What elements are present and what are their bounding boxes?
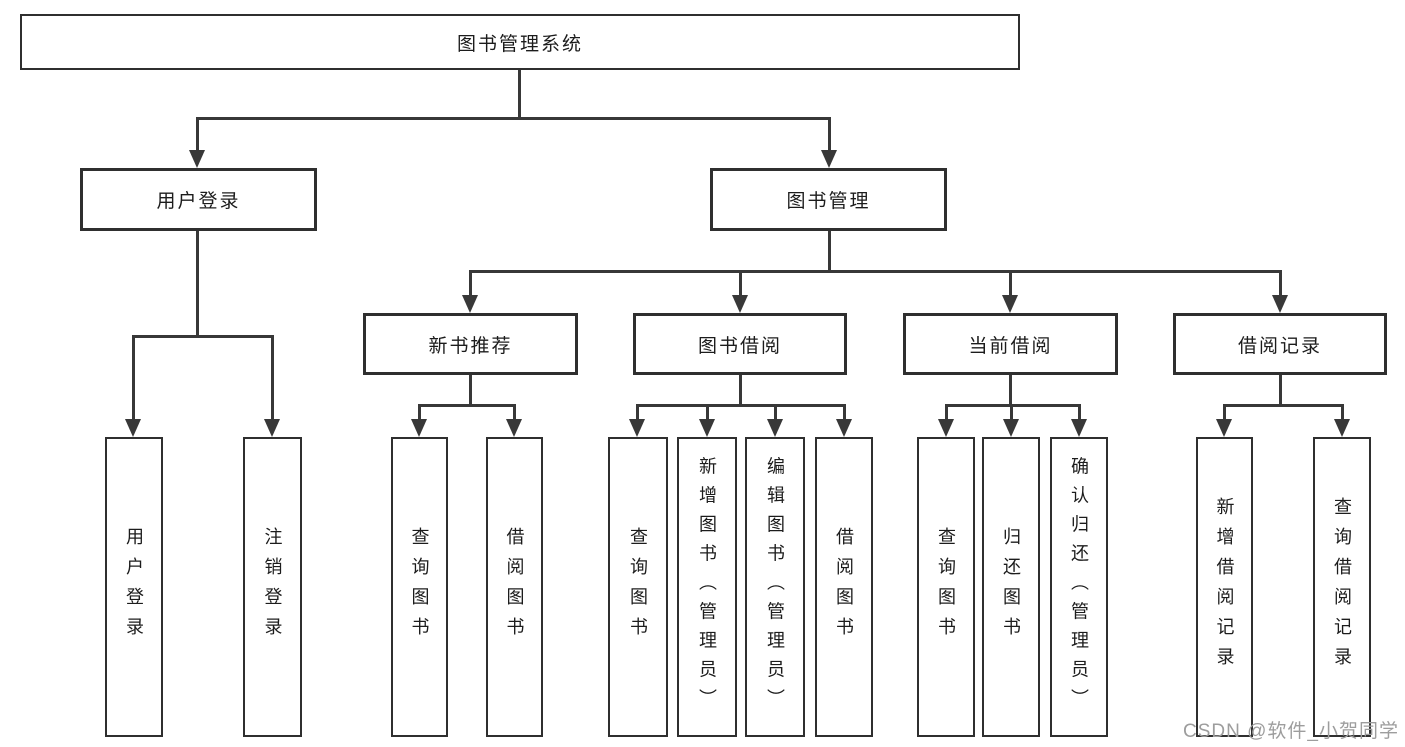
- node-return-books: 归还图书: [982, 437, 1040, 737]
- node-label: 图书管理系统: [456, 33, 583, 55]
- node-label: 确认归还（管理员）: [1069, 456, 1089, 718]
- node-query-books-borrow: 查询图书: [608, 437, 668, 737]
- node-borrow-records: 借阅记录: [1173, 313, 1387, 375]
- node-label: 借阅图书: [834, 527, 854, 647]
- arrow-down-icon: [938, 419, 954, 437]
- node-label: 新增借阅记录: [1214, 497, 1235, 677]
- node-current-borrow: 当前借阅: [903, 313, 1118, 375]
- arrow-down-icon: [189, 150, 205, 168]
- node-query-books-recommend: 查询图书: [391, 437, 448, 737]
- node-label: 归还图书: [1001, 527, 1021, 647]
- connector-line: [828, 117, 831, 153]
- connector-line: [828, 231, 831, 273]
- connector-line: [469, 270, 472, 297]
- arrow-down-icon: [506, 419, 522, 437]
- connector-line: [636, 404, 639, 421]
- node-query-books-current: 查询图书: [917, 437, 975, 737]
- connector-line: [1341, 404, 1344, 421]
- node-label: 借阅记录: [1237, 335, 1322, 357]
- arrow-down-icon: [1216, 419, 1232, 437]
- arrow-down-icon: [411, 419, 427, 437]
- node-label: 查询图书: [409, 527, 430, 647]
- arrow-down-icon: [821, 150, 837, 168]
- connector-line: [1279, 375, 1282, 407]
- connector-line: [513, 404, 516, 421]
- node-borrow-books-recommend: 借阅图书: [486, 437, 543, 737]
- connector-line: [945, 404, 948, 421]
- connector-line: [196, 117, 199, 153]
- arrow-down-icon: [699, 419, 715, 437]
- arrow-down-icon: [767, 419, 783, 437]
- node-book-management: 图书管理: [710, 168, 947, 231]
- arrow-down-icon: [836, 419, 852, 437]
- node-label: 新增图书（管理员）: [697, 456, 717, 718]
- node-label: 查询图书: [936, 527, 956, 647]
- node-label: 图书管理: [786, 191, 871, 212]
- arrow-down-icon: [125, 419, 141, 437]
- connector-line: [1279, 270, 1282, 297]
- connector-line: [1223, 404, 1226, 421]
- node-book-borrow: 图书借阅: [633, 313, 847, 375]
- arrow-down-icon: [1071, 419, 1087, 437]
- arrow-down-icon: [1003, 419, 1019, 437]
- arrow-down-icon: [1002, 295, 1018, 313]
- connector-line: [518, 70, 521, 120]
- node-label: 新书推荐: [428, 335, 513, 357]
- node-borrow-books-action: 借阅图书: [815, 437, 873, 737]
- connector-line: [774, 404, 777, 421]
- node-root: 图书管理系统: [20, 14, 1020, 70]
- connector-line: [132, 335, 135, 421]
- node-user-login: 用户登录: [80, 168, 317, 231]
- arrow-down-icon: [462, 295, 478, 313]
- connector-line: [1223, 404, 1343, 407]
- connector-line: [1078, 404, 1081, 421]
- connector-line: [1009, 375, 1012, 407]
- connector-line: [271, 335, 274, 421]
- node-label: 当前借阅: [968, 335, 1053, 357]
- connector-line: [739, 270, 742, 297]
- node-label: 查询图书: [628, 527, 648, 647]
- node-label: 借阅图书: [504, 527, 525, 647]
- node-logout-action: 注销登录: [243, 437, 302, 737]
- connector-line: [418, 404, 421, 421]
- arrow-down-icon: [264, 419, 280, 437]
- node-label: 用户登录: [156, 191, 241, 212]
- connector-line: [196, 117, 830, 120]
- arrow-down-icon: [629, 419, 645, 437]
- node-query-borrow-record: 查询借阅记录: [1313, 437, 1371, 737]
- connector-line: [469, 375, 472, 407]
- csdn-watermark: CSDN @软件_小贺同学: [1183, 721, 1399, 742]
- node-new-book-recommend: 新书推荐: [363, 313, 578, 375]
- node-add-books-admin: 新增图书（管理员）: [677, 437, 737, 737]
- arrow-down-icon: [732, 295, 748, 313]
- connector-line: [1009, 270, 1012, 297]
- node-add-borrow-record: 新增借阅记录: [1196, 437, 1253, 737]
- connector-line: [132, 335, 273, 338]
- connector-line: [418, 404, 516, 407]
- node-label: 注销登录: [262, 527, 283, 647]
- node-label: 查询借阅记录: [1332, 497, 1352, 677]
- connector-line: [196, 231, 199, 337]
- node-label: 编辑图书（管理员）: [765, 456, 785, 718]
- node-label: 用户登录: [124, 527, 144, 647]
- node-label: 图书借阅: [697, 335, 782, 357]
- connector-line: [843, 404, 846, 421]
- node-user-login-action: 用户登录: [105, 437, 163, 737]
- arrow-down-icon: [1272, 295, 1288, 313]
- node-confirm-return-admin: 确认归还（管理员）: [1050, 437, 1108, 737]
- node-edit-books-admin: 编辑图书（管理员）: [745, 437, 805, 737]
- connector-line: [1010, 404, 1013, 421]
- connector-line: [739, 375, 742, 407]
- arrow-down-icon: [1334, 419, 1350, 437]
- connector-line: [706, 404, 709, 421]
- connector-line: [469, 270, 1282, 273]
- connector-line: [636, 404, 845, 407]
